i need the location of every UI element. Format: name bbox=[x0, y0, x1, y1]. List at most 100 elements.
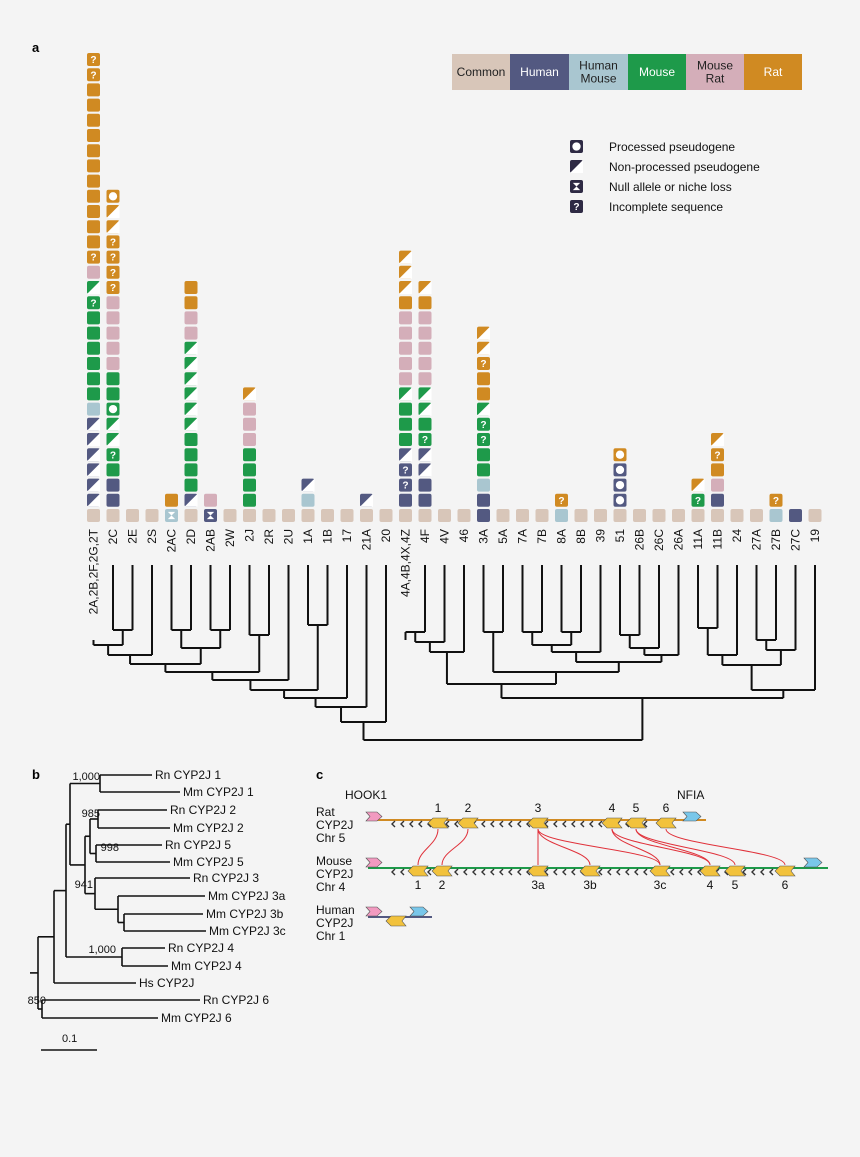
mouse-cyp2j-gene bbox=[724, 865, 746, 877]
legend-swatch bbox=[744, 54, 802, 90]
small-gene-mark bbox=[769, 868, 774, 876]
synteny-label: NFIA bbox=[677, 788, 704, 802]
gene-column: 17 bbox=[340, 509, 354, 542]
gene-column: ?4F bbox=[418, 281, 432, 543]
gene-box bbox=[321, 509, 334, 522]
small-gene-mark bbox=[571, 820, 576, 828]
synteny-label: 4 bbox=[707, 878, 714, 892]
mouse-cyp2j-gene bbox=[649, 865, 671, 877]
legend-label: Human bbox=[520, 65, 559, 79]
gene-box bbox=[87, 235, 100, 249]
tree-leaf-label: Mm CYP2J 5 bbox=[173, 855, 244, 869]
circle-icon bbox=[615, 496, 625, 505]
ortholog-link bbox=[441, 828, 469, 866]
gene-column: 1A bbox=[301, 478, 315, 544]
gene-box bbox=[87, 265, 100, 279]
gene-box bbox=[399, 296, 412, 310]
gene-box bbox=[711, 463, 724, 477]
small-gene-mark bbox=[589, 820, 594, 828]
gene-box bbox=[672, 509, 685, 522]
question-icon: ? bbox=[480, 420, 486, 431]
gene-column: ?8A bbox=[555, 493, 569, 544]
small-gene-mark bbox=[445, 820, 450, 828]
legend-swatch bbox=[628, 54, 686, 90]
half-triangle-icon bbox=[399, 250, 412, 264]
gene-box bbox=[711, 478, 724, 492]
tree-leaf-label: Hs CYP2J bbox=[139, 976, 194, 990]
gene-box bbox=[262, 509, 276, 522]
synteny-label: 1 bbox=[435, 801, 442, 815]
synteny-label: Mouse bbox=[316, 854, 352, 868]
gene-box bbox=[106, 509, 120, 522]
column-label: 2AB bbox=[204, 529, 218, 552]
ortholog-link bbox=[635, 828, 736, 866]
gene-box bbox=[418, 417, 432, 431]
half-triangle-icon bbox=[399, 281, 412, 294]
gene-column: 2R bbox=[262, 509, 276, 544]
scale-bar: 0.1 bbox=[41, 1033, 97, 1051]
gene-box bbox=[652, 509, 666, 522]
gene-column: ?????2C bbox=[106, 189, 120, 544]
gene-box bbox=[87, 159, 100, 173]
synteny-label: Rat bbox=[316, 805, 335, 819]
gene-box bbox=[399, 463, 412, 477]
column-label: 27B bbox=[769, 529, 783, 550]
legend-label: Mouse bbox=[697, 59, 733, 73]
nfia-gene bbox=[409, 906, 429, 917]
question-icon: ? bbox=[773, 496, 779, 507]
gene-box bbox=[418, 493, 432, 507]
question-icon: ? bbox=[480, 435, 486, 446]
gene-column: 2J bbox=[243, 387, 257, 542]
gene-box bbox=[438, 509, 451, 522]
half-triangle-icon bbox=[106, 433, 120, 446]
gene-box bbox=[106, 357, 120, 370]
gene-box bbox=[184, 433, 198, 446]
question-icon: ? bbox=[90, 253, 96, 264]
bootstrap-value: 850 bbox=[28, 995, 46, 1007]
bootstrap-value: 1,000 bbox=[72, 771, 100, 783]
gene-box bbox=[399, 326, 412, 340]
half-triangle-icon bbox=[360, 493, 373, 507]
column-label: 5A bbox=[496, 529, 510, 544]
synteny-label: 4 bbox=[609, 801, 616, 815]
hook1-gene bbox=[365, 906, 383, 917]
synteny-label: 2 bbox=[439, 878, 446, 892]
symbol-legend-label: Incomplete sequence bbox=[609, 200, 723, 214]
bootstrap-value: 998 bbox=[101, 842, 119, 854]
half-triangle-icon bbox=[184, 417, 198, 431]
column-label: 26C bbox=[652, 529, 666, 551]
synteny-label: 3b bbox=[583, 878, 597, 892]
gene-column: 2D bbox=[184, 281, 198, 544]
synteny-label: 3c bbox=[654, 878, 667, 892]
gene-column: 27C bbox=[789, 509, 803, 551]
small-gene-mark bbox=[751, 868, 756, 876]
synteny-label: Chr 1 bbox=[316, 929, 346, 943]
column-label: 39 bbox=[594, 529, 608, 543]
panel-label-a: a bbox=[32, 40, 40, 55]
gene-box bbox=[106, 281, 120, 294]
half-triangle-icon bbox=[399, 387, 412, 401]
ortholog-link bbox=[537, 828, 661, 866]
synteny-label: Human bbox=[316, 903, 355, 917]
small-gene-mark bbox=[607, 868, 612, 876]
ortholog-link bbox=[611, 828, 711, 866]
gene-box bbox=[87, 53, 100, 66]
gene-box bbox=[399, 478, 412, 492]
gene-box bbox=[769, 509, 783, 522]
bootstrap-value: 1,000 bbox=[88, 944, 116, 956]
half-triangle-icon bbox=[418, 281, 432, 294]
gene-box bbox=[223, 509, 237, 522]
tree-leaf-label: Mm CYP2J 1 bbox=[183, 785, 254, 799]
gene-column: 2AC bbox=[165, 493, 179, 552]
gene-box bbox=[418, 478, 432, 492]
rat-cyp2j-gene bbox=[527, 817, 549, 829]
gene-box bbox=[184, 509, 198, 522]
small-gene-mark bbox=[508, 868, 513, 876]
gene-box bbox=[243, 417, 256, 431]
gene-column: 7B bbox=[535, 509, 549, 544]
gene-box bbox=[184, 463, 198, 477]
half-triangle-icon bbox=[106, 205, 120, 218]
column-label: 2U bbox=[282, 529, 296, 544]
gene-box bbox=[106, 463, 120, 477]
